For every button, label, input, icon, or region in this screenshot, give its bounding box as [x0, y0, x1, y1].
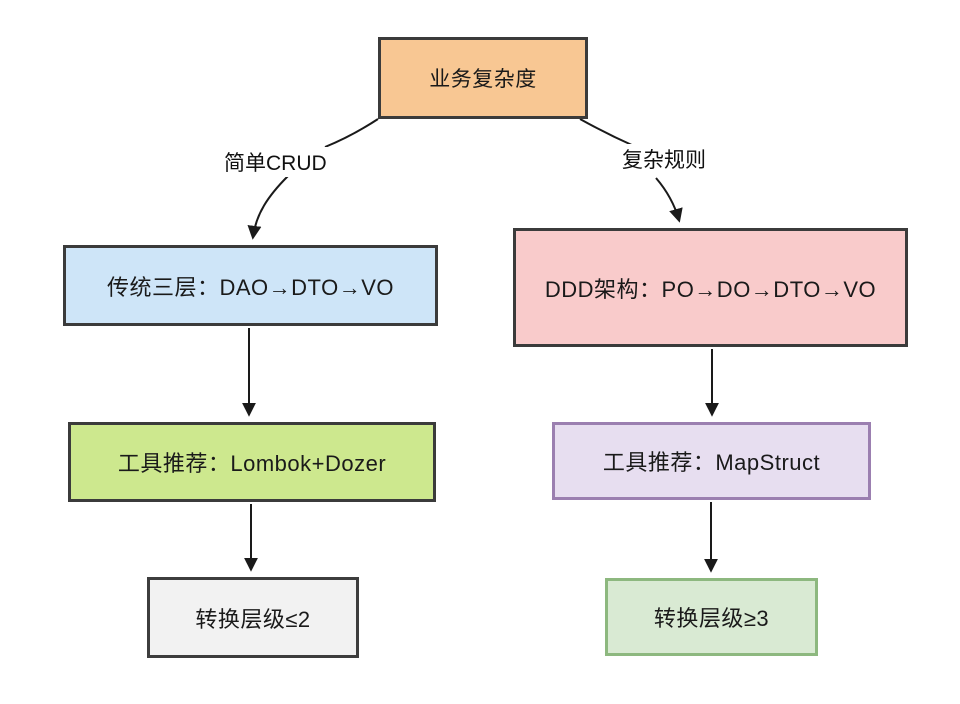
node-traditional-three-layer: 传统三层：DAO→DTO→VO	[63, 245, 438, 326]
node-tool-lombok-dozer: 工具推荐：Lombok+Dozer	[68, 422, 436, 502]
edge-label-simple-crud: 简单CRUD	[222, 147, 329, 177]
edge-root-to-ddd-lower	[655, 177, 683, 223]
edge-root-to-traditional-upper	[324, 118, 379, 148]
node-business-complexity: 业务复杂度	[378, 37, 588, 119]
node-tool-mapstruct: 工具推荐：MapStruct	[552, 422, 871, 500]
edge-label-complex-rules: 复杂规则	[620, 144, 708, 174]
edge-root-to-traditional-lower	[247, 175, 289, 240]
node-conversion-level-max2: 转换层级≤2	[147, 577, 359, 658]
node-conversion-level-min3: 转换层级≥3	[605, 578, 818, 656]
node-ddd-architecture: DDD架构：PO→DO→DTO→VO	[513, 228, 908, 347]
edge-root-to-ddd-upper	[579, 118, 635, 147]
